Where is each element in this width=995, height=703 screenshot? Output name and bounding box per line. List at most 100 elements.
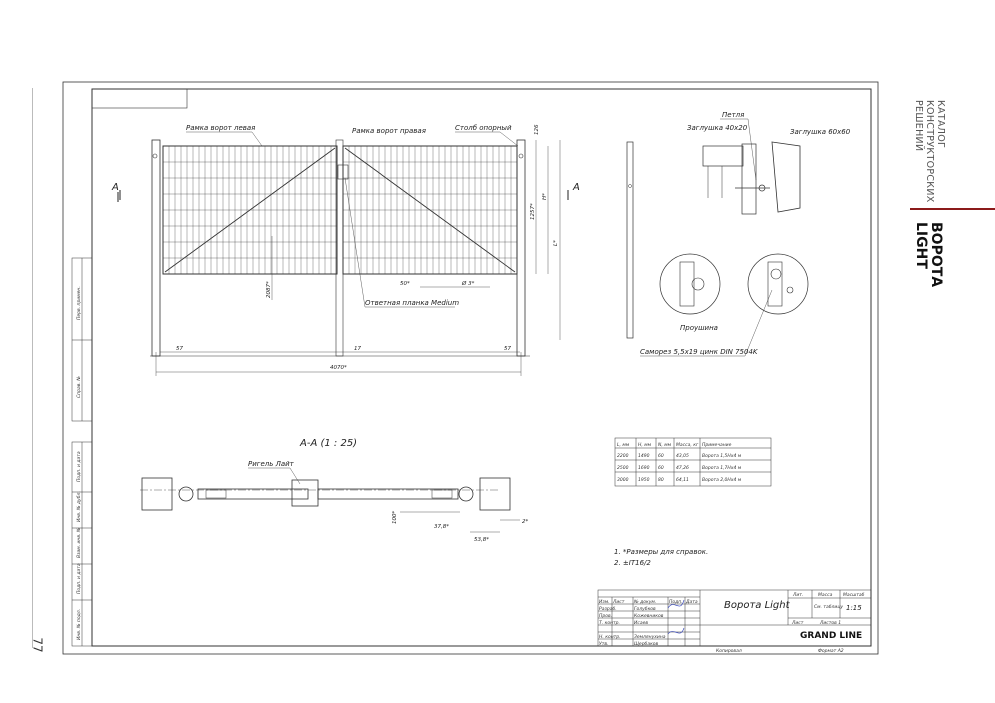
side-view	[626, 141, 634, 339]
signature-mark	[667, 599, 685, 609]
tb-sheets: Листов 1	[819, 620, 841, 626]
callout-hinge: Петля	[722, 111, 744, 119]
tb-role-name: Н. контр.	[599, 634, 621, 640]
strip-label-2: Справ. №	[76, 376, 82, 398]
tb-copied: Копировал	[716, 648, 742, 654]
mesh-left	[163, 146, 337, 274]
strip-label-3: Подп. и дата	[76, 451, 82, 482]
spec-cell: Ворота 2,0Hх4 м	[702, 477, 742, 483]
mesh-right	[343, 146, 517, 274]
dim-height-h: H*	[542, 193, 548, 200]
spec-header: Примечание	[702, 442, 732, 448]
brace-left	[164, 147, 336, 273]
dim-gap-right: 57	[504, 346, 511, 352]
latch-bolt	[337, 164, 349, 180]
dim-section-b: 37,8*	[434, 524, 449, 530]
callout-screw: Саморез 5,5х19 цинк DIN 7504K	[640, 348, 759, 356]
tb-format: Формат А2	[818, 648, 844, 654]
spec-cell: 64,11	[676, 477, 689, 483]
strip-label-6: Подп. и дата	[76, 563, 82, 594]
tb-mass-value: См. таблицу	[814, 604, 843, 610]
spec-cell: 2200	[617, 453, 629, 459]
dim-section-c: 53,8*	[474, 537, 489, 543]
dim-section-d: 2*	[522, 519, 528, 525]
left-title-strip	[71, 257, 93, 647]
hinge-top-left	[152, 153, 158, 159]
signature-mark-2	[667, 627, 685, 635]
top-stamp-box	[91, 88, 188, 109]
dim-overall-width: 4070*	[330, 365, 347, 371]
post-left	[151, 139, 161, 357]
spec-header: L, мм	[617, 442, 630, 448]
page-edge-rule	[32, 88, 33, 648]
tb-person-name: Кожевников	[634, 613, 664, 619]
callout-frame-left: Рамка ворот левая	[186, 124, 255, 132]
tb-role: Дата	[685, 599, 698, 605]
hinge-top-right	[518, 153, 524, 159]
post-right	[516, 139, 526, 357]
dim-gap-mid: 17	[354, 346, 361, 352]
strip-label-7: Инв. № подл.	[76, 609, 82, 640]
sheet-inner-frame	[91, 88, 872, 647]
spec-cell: 60	[658, 453, 664, 459]
strip-label-4: Инв. № дубл.	[76, 491, 82, 522]
accent-divider	[910, 208, 995, 210]
dim-inner-height: 2087*	[266, 281, 272, 298]
front-dimensions	[155, 140, 561, 376]
tb-role-name: Утв.	[599, 641, 608, 647]
tb-role: Изм.	[599, 599, 610, 605]
tb-label-lit: Лит.	[792, 592, 803, 598]
section-view	[140, 477, 520, 533]
tb-role: № докум.	[633, 599, 656, 605]
hinge-detail	[702, 141, 801, 215]
dim-wire: Ø 3*	[461, 280, 475, 287]
drawing-title: Ворота Light	[724, 600, 791, 611]
tb-role-name: Пров.	[599, 613, 612, 619]
spec-cell: 1690	[638, 465, 650, 471]
spec-cell: 2500	[617, 465, 629, 471]
note-2: 2. ±IT16/2	[614, 559, 651, 567]
spec-cell: 3000	[617, 477, 629, 483]
spec-header: Масса, кг	[676, 442, 699, 448]
callout-post: Столб опорный	[455, 124, 512, 132]
spec-cell: 80	[658, 477, 664, 483]
left-strip-labels: Перв. примен. Справ. № Подп. и дата Инв.…	[76, 286, 82, 640]
dim-height-l: L*	[553, 240, 559, 246]
tb-role-name: Т. контр.	[599, 620, 620, 626]
callout-washer: Проушина	[680, 324, 718, 332]
gate-front-view	[150, 139, 530, 357]
callout-cap-small: Заглушка 40х20	[687, 124, 748, 132]
callout-strike-plate: Ответная планка Medium	[365, 299, 459, 307]
dim-gap-left: 57	[176, 346, 183, 352]
brand-logo: GRAND LINE	[800, 631, 862, 641]
tb-person-name: Голубков	[634, 606, 656, 612]
dim-top: 126	[534, 124, 540, 135]
spec-table	[614, 437, 772, 487]
spec-header: H, мм	[638, 442, 652, 448]
brace-right	[344, 147, 516, 273]
spec-cell: 1490	[638, 453, 650, 459]
dim-mesh-cell: 50*	[400, 281, 410, 287]
strip-label-5: Взам. инв. №	[76, 527, 82, 558]
spec-header: N, мм	[658, 442, 672, 448]
tb-role-name: Разраб.	[599, 606, 617, 612]
spec-cell: 1950	[638, 477, 650, 483]
dim-section-a: 100*	[392, 511, 398, 524]
tb-scale-value: 1:15	[846, 604, 862, 612]
note-1: 1. *Размеры для справок.	[614, 548, 708, 556]
spec-cell: Ворота 1,5Hх4 м	[702, 453, 742, 459]
spec-cell: 47,26	[676, 465, 689, 471]
tb-label-mass: Масса	[818, 592, 833, 598]
tb-role: Подп.	[669, 599, 683, 605]
callout-cap-large: Заглушка 60х60	[790, 128, 851, 136]
tb-person-name: Землянухина	[634, 634, 666, 640]
callout-bolt: Ригель Лайт	[248, 460, 295, 468]
section-mark-right: А	[572, 182, 580, 193]
tb-sheet: Лист	[791, 620, 804, 626]
strip-label-1: Перв. примен.	[76, 286, 82, 320]
dim-frame-height: 1257*	[530, 203, 536, 220]
tb-person-name: Щербаков	[634, 641, 659, 647]
section-title: А-А (1 : 25)	[299, 438, 357, 449]
